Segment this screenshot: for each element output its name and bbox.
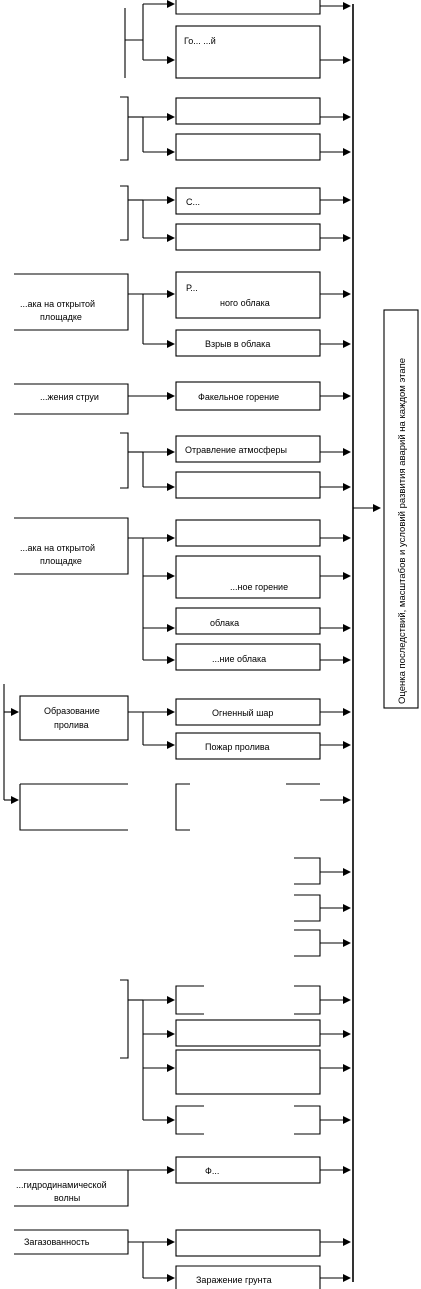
box-r19-partial — [294, 857, 321, 885]
bracket-group-11 — [120, 979, 129, 1059]
source-2-label: ...жения струи — [40, 392, 99, 402]
source-box-2 — [14, 383, 129, 415]
box-r3 — [175, 97, 321, 125]
box-r23 — [175, 1019, 321, 1047]
box-r5-label: С... — [186, 197, 200, 207]
box-r5 — [175, 187, 321, 215]
box-r25 — [175, 1105, 321, 1135]
bracket-group-3 — [120, 185, 129, 241]
box-r17 — [175, 732, 321, 760]
bracket-group-2 — [120, 96, 129, 161]
box-r4 — [175, 133, 321, 161]
box-r2 — [175, 25, 321, 79]
source-gas-label: Загазованность — [24, 1237, 90, 1247]
source-3-line2: площадке — [40, 556, 82, 566]
box-r27 — [175, 1229, 321, 1257]
source-1-line2: площадке — [40, 312, 82, 322]
consequence-assessment-label: Оценка последствий, масштабов и условий … — [397, 358, 408, 704]
source-wave-line1: ...гидродинамической — [16, 1180, 107, 1190]
consequence-assessment-box — [383, 309, 419, 709]
source-wave-line2: волны — [54, 1193, 80, 1203]
box-r14-label: облака — [210, 618, 239, 628]
box-r10 — [175, 435, 321, 463]
box-r13 — [175, 555, 321, 599]
box-r8-label: Взрыв в облака — [205, 339, 270, 349]
source-box-spill — [19, 695, 129, 741]
box-r21-partial — [294, 929, 321, 957]
box-r17-label: Пожар пролива — [205, 742, 270, 752]
box-r20-partial — [294, 894, 321, 922]
source-box-lower — [19, 783, 128, 831]
box-r1 — [175, 0, 321, 15]
box-r10-label: Отравление атмосферы — [185, 445, 287, 455]
box-r28-label: Заражение грунта — [196, 1275, 272, 1285]
box-r11 — [175, 471, 321, 499]
source-box-wave — [14, 1169, 129, 1207]
box-r13-label-b: ...ное горение — [230, 582, 288, 592]
box-r9 — [175, 381, 321, 411]
box-r2-label: Го... ...й — [184, 36, 216, 46]
source-box-1 — [14, 273, 129, 331]
box-r7 — [175, 271, 321, 319]
box-r15-label: ...ние облака — [212, 654, 266, 664]
box-r24 — [175, 1049, 321, 1095]
source-spill-line1: Образование — [44, 706, 100, 716]
box-r16 — [175, 698, 321, 726]
box-r22 — [175, 985, 321, 1015]
source-1-line1: ...ака на открытой — [20, 299, 95, 309]
box-r7-label-a: Р... — [186, 283, 198, 293]
box-r9-label: Факельное горение — [198, 392, 279, 402]
box-r26 — [175, 1156, 321, 1184]
bracket-group-6 — [120, 432, 129, 489]
box-r15 — [175, 643, 321, 671]
source-spill-line2: пролива — [54, 720, 89, 730]
box-r7-label-b: ного облака — [220, 298, 270, 308]
box-r16-label: Огненный шар — [212, 708, 273, 718]
source-box-3 — [14, 517, 129, 575]
box-r14 — [175, 607, 321, 635]
box-r26-label: Ф... — [205, 1166, 219, 1176]
box-r18-partial — [175, 783, 320, 831]
source-3-line1: ...ака на открытой — [20, 543, 95, 553]
box-r6 — [175, 223, 321, 251]
box-r12 — [175, 519, 321, 547]
box-r8 — [175, 329, 321, 357]
